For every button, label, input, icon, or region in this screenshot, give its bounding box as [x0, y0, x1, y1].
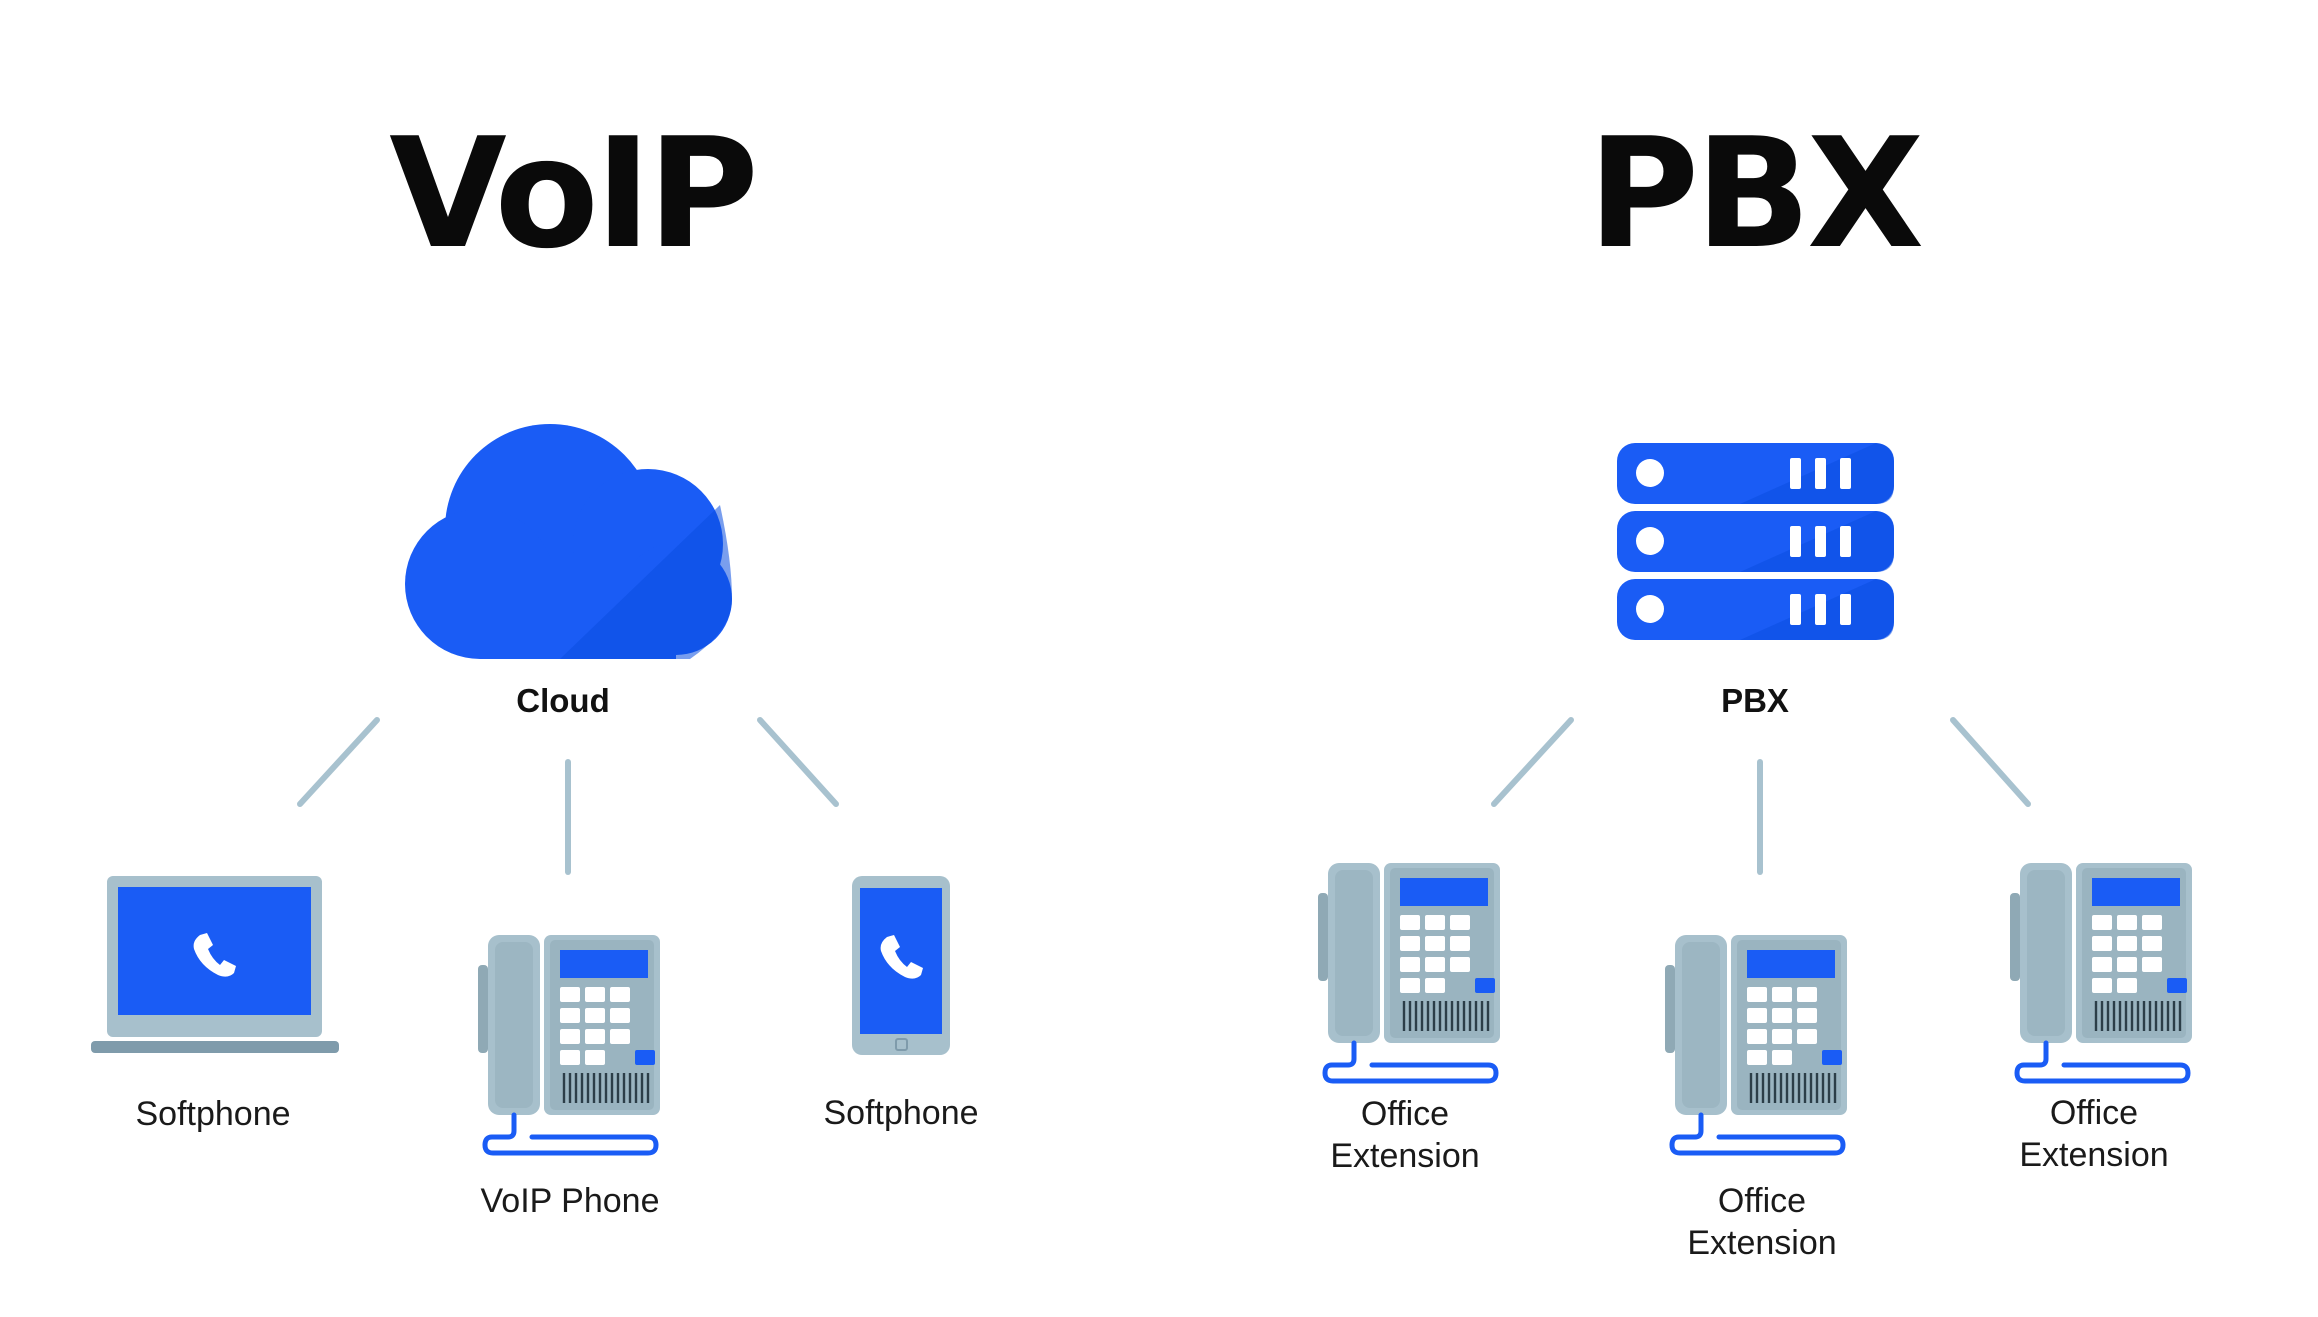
device-label-line: Office — [1360, 1095, 1450, 1133]
desk-phone-icon — [2010, 863, 2192, 1081]
voip-device-label: Softphone — [823, 1092, 978, 1134]
desk-phone-icon — [478, 935, 660, 1153]
device-label-line: Office — [1717, 1182, 1807, 1220]
voip-device-label: Softphone — [135, 1093, 290, 1135]
voip-connectors — [297, 717, 839, 875]
connector-line — [1491, 717, 1574, 807]
server-stack-icon — [1617, 443, 1894, 640]
device-label-line: VoIP Phone — [480, 1182, 660, 1220]
desk-phone-icon — [1665, 935, 1847, 1153]
pbx-device-label: Office Extension — [1330, 1093, 1479, 1177]
device-label-line: Softphone — [135, 1095, 291, 1133]
pbx-device-label: Office Extension — [2019, 1092, 2168, 1176]
voip-title: VoIP — [389, 105, 759, 282]
desk-phone-icon — [1318, 863, 1500, 1081]
pbx-connectors — [1491, 717, 2031, 875]
device-label-line: Office — [2049, 1094, 2139, 1132]
device-label-line: Extension — [1687, 1224, 1837, 1262]
pbx-title: PBX — [1587, 105, 1924, 282]
device-label-line: Softphone — [823, 1094, 979, 1132]
pbx-hub-label: PBX — [1721, 682, 1789, 719]
cloud-label: Cloud — [516, 682, 610, 719]
connector-line — [297, 717, 380, 807]
connector-line — [757, 717, 839, 807]
device-label-line: Extension — [2019, 1136, 2169, 1174]
device-label-line: Extension — [1330, 1137, 1480, 1175]
voip-device-label: VoIP Phone — [481, 1180, 660, 1222]
connector-line — [1950, 717, 2031, 807]
cloud-icon — [405, 424, 732, 659]
mobile-phone-icon — [852, 876, 950, 1055]
laptop-icon — [91, 876, 339, 1053]
pbx-device-label: Office Extension — [1687, 1180, 1836, 1264]
